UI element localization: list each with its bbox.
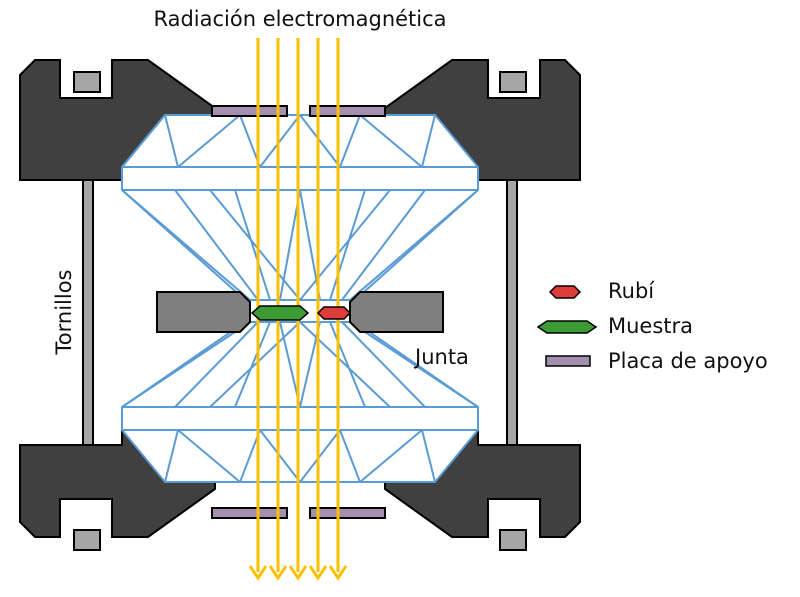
frame-bottom-left <box>19 427 216 538</box>
slot-bottom-left <box>73 529 101 551</box>
right-screw <box>506 176 518 448</box>
legend-backing-plate-label: Placa de apoyo <box>608 349 768 373</box>
slot-top-left <box>73 71 101 93</box>
diamond-top <box>121 114 479 301</box>
diamond-bottom <box>121 321 479 483</box>
radiation-beams <box>248 38 348 581</box>
legend-sample-swatch <box>536 320 598 334</box>
radiation-label: Radiación electromagnética <box>153 7 446 31</box>
legend-backing-plate-swatch <box>545 355 591 367</box>
ruby-crystal <box>316 306 352 320</box>
legend-ruby-swatch <box>548 285 582 299</box>
screws-label: Tornillos <box>52 270 76 356</box>
legend: Rubí Muestra Placa de apoyo <box>536 279 768 373</box>
gasket <box>156 291 444 333</box>
frame-bottom-right <box>384 427 581 538</box>
sample-crystal <box>250 305 310 321</box>
slot-bottom-right <box>499 529 527 551</box>
backing-plates <box>211 105 386 519</box>
legend-sample-label: Muestra <box>608 314 693 338</box>
legend-ruby-label: Rubí <box>608 279 655 303</box>
left-screw <box>82 176 94 448</box>
gasket-label: Junta <box>413 345 469 369</box>
slot-top-right <box>499 71 527 93</box>
